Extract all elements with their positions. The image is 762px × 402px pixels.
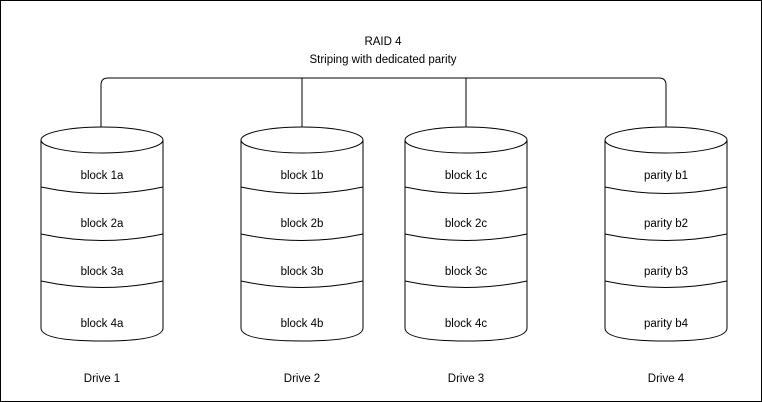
drive-1-divider-3 [40, 280, 164, 288]
drive-1-block-1-label: block 1a [81, 170, 124, 182]
drive-4-block-1-label: parity b1 [644, 170, 688, 182]
drive-3-block-1-label: block 1c [445, 170, 487, 182]
drive-1-divider-1 [40, 186, 164, 194]
drive-1-block-3-label: block 3a [81, 266, 124, 278]
drive-4-divider-1 [604, 186, 728, 194]
drive-3-cylinder-top [404, 126, 528, 154]
drive-2-label: Drive 2 [284, 373, 320, 385]
drive-2-divider-2 [240, 233, 364, 241]
drive-2-block-2-label: block 2b [281, 218, 324, 230]
drive-4-divider-2 [604, 233, 728, 241]
diagram-subtitle: Striping with dedicated parity [309, 54, 456, 66]
drive-2-cylinder-top [240, 126, 364, 154]
drive-3-divider-2 [404, 233, 528, 241]
drive-2-block-4-label: block 4b [281, 318, 324, 330]
bus-rail [100, 77, 667, 139]
drive-3-group[interactable]: block 1c block 2c block 3c block 4c Driv… [404, 126, 528, 385]
drive-4-block-4-label: parity b4 [644, 318, 689, 330]
drive-2-block-3-label: block 3b [281, 266, 324, 278]
drive-1-divider-2 [40, 233, 164, 241]
drive-1-cylinder-top [40, 126, 164, 154]
drive-3-label: Drive 3 [448, 373, 484, 385]
drive-2-group[interactable]: block 1b block 2b block 3b block 4b Driv… [240, 126, 364, 385]
drive-4-cylinder-top [604, 126, 728, 154]
drive-3-block-3-label: block 3c [445, 266, 487, 278]
drive-3-divider-3 [404, 280, 528, 288]
drive-4-block-2-label: parity b2 [644, 218, 688, 230]
drive-1-label: Drive 1 [84, 373, 120, 385]
drive-3-divider-1 [404, 186, 528, 194]
drive-4-group[interactable]: parity b1 parity b2 parity b3 parity b4 … [604, 126, 728, 385]
drive-4-label: Drive 4 [648, 373, 685, 385]
drive-1-block-2-label: block 2a [81, 218, 124, 230]
drive-1-block-4-label: block 4a [81, 318, 124, 330]
drive-3-block-4-label: block 4c [445, 318, 487, 330]
drive-4-block-3-label: parity b3 [644, 266, 688, 278]
drive-2-divider-1 [240, 186, 364, 194]
drive-2-divider-3 [240, 280, 364, 288]
connector-bus [100, 77, 667, 139]
drive-1-group[interactable]: block 1a block 2a block 3a block 4a Driv… [40, 126, 164, 385]
drive-2-block-1-label: block 1b [281, 170, 324, 182]
diagram-title-line1: RAID 4 [364, 36, 402, 48]
drive-4-divider-3 [604, 280, 728, 288]
drive-3-block-2-label: block 2c [445, 218, 487, 230]
